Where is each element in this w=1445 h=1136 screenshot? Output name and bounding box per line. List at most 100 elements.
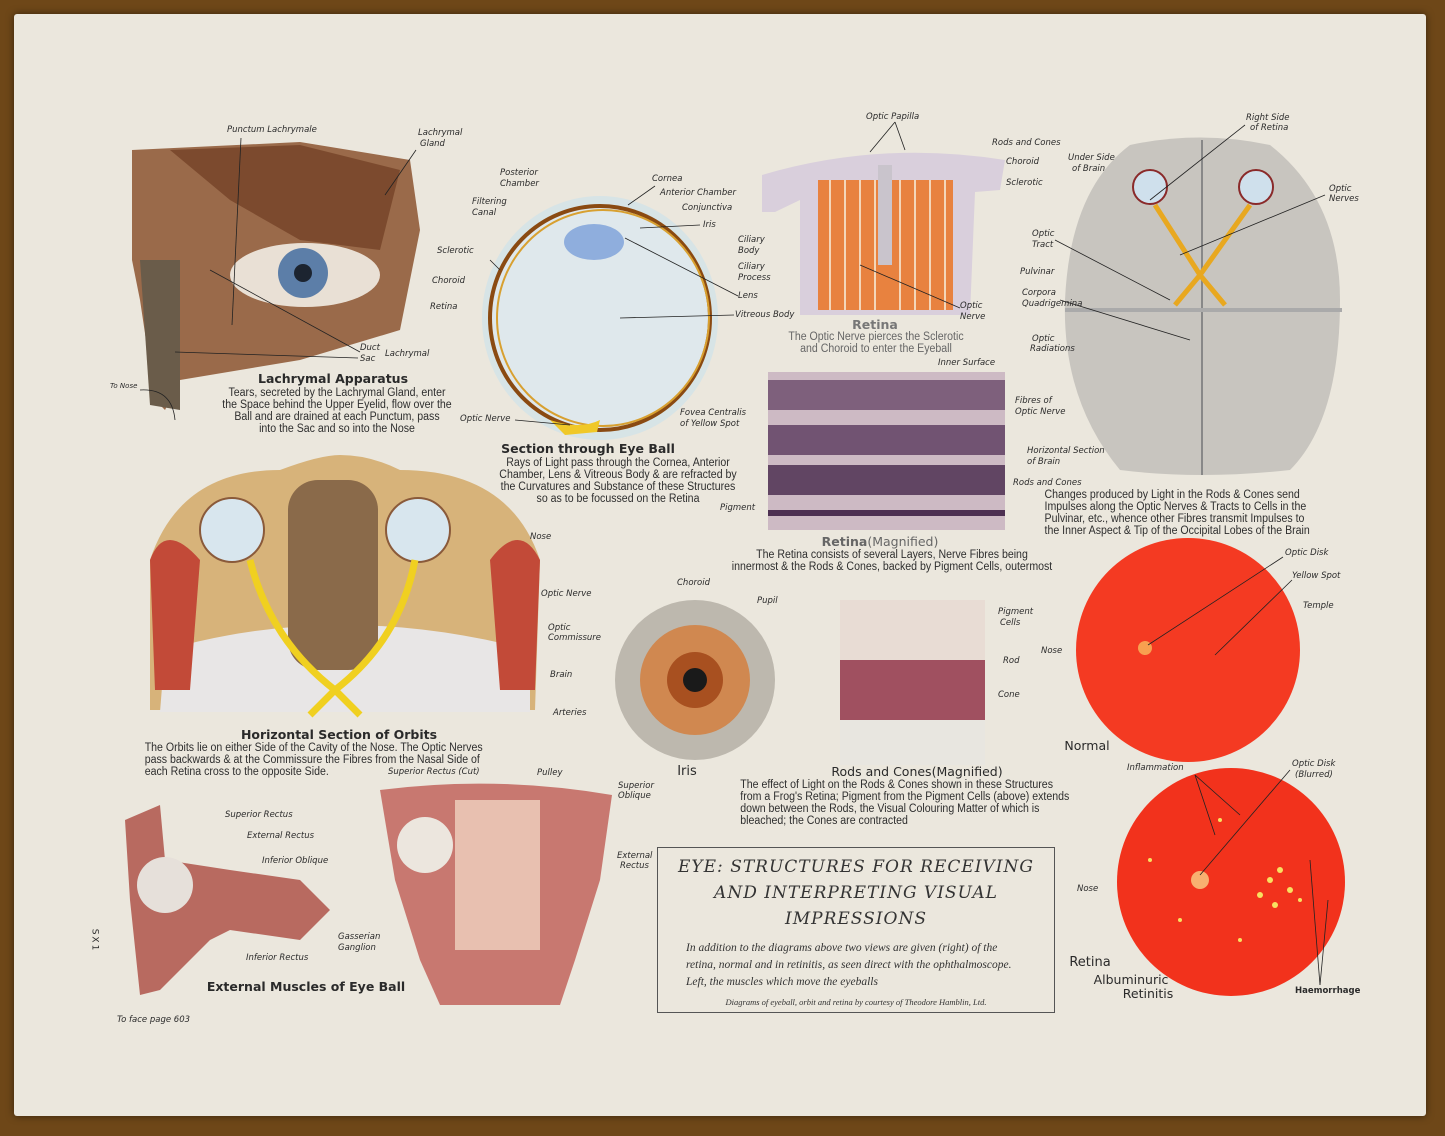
desc-line: bleached; the Cones are contracted [740,815,908,827]
label-nose: Nose [1041,646,1063,656]
label-to-nose: To Nose [110,382,138,390]
label-lachrymal-gland-1: Lachrymal [418,128,463,138]
label-iris: Iris [703,220,716,230]
label-rods-cones: Rods and Cones [1013,478,1082,488]
brain-illustration [1054,124,1342,475]
label-cornea: Cornea [652,174,683,184]
retina-title: Retina [852,317,898,332]
label-optic-nerve: Optic Nerve [460,414,511,424]
label-optic-nerve-2: Nerve [960,312,986,322]
label-horizontal-1: Horizontal Section [1027,446,1105,456]
desc-line: Chamber, Lens & Vitreous Body & are refr… [499,469,737,481]
label-ciliary-body-1: Ciliary [738,235,765,245]
rods-cones-description: The effect of Light on the Rods & Cones … [726,779,1084,827]
label-corpora-1: Corpora [1022,288,1056,298]
label-commissure-1: Optic [548,623,571,633]
plate-code: SX1 [89,928,100,953]
label-pigment-2: Cells [1000,618,1021,628]
label-rod: Rod [1003,656,1020,666]
retinitis-caption-1: Retina [1069,955,1111,970]
label-posterior-1: Posterior [500,168,538,178]
label-external-rectus: External Rectus [247,831,315,841]
label-optic-nerves-1: Optic [1329,184,1352,194]
title-suffix: (Magnified) [867,534,939,549]
label-haemorrhage: Haemorrhage [1295,986,1361,996]
label-right-side-2: of Retina [1250,123,1289,133]
retina-magnified-illustration [768,372,1005,530]
desc-line: the Inner Aspect & Tip of the Occipital … [1044,525,1310,537]
iris-illustration [615,600,775,760]
retina-section-illustration [762,121,1005,315]
title-text: Retina [821,534,868,549]
title-line: IMPRESSIONS [785,909,927,929]
rods-cones-title: Rods and Cones(Magnified) [831,764,1002,779]
label-nose: Nose [1077,884,1099,894]
label-vitreous: Vitreous Body [735,310,795,320]
label-optic-tract-1: Optic [1032,229,1055,239]
eyeball-section-illustration [482,185,739,440]
label-fovea-2: of Yellow Spot [680,419,740,429]
label-inflammation: Inflammation [1127,763,1184,773]
label-pigment-1: Pigment [998,607,1034,617]
label-pupil: Pupil [757,596,778,606]
title-text: Rods and Cones [831,764,932,779]
desc-line: Rays of Light pass through the Cornea, A… [506,457,730,469]
desc-line: The Optic Nerve pierces the Sclerotic [788,331,964,343]
label-lachrymal-gland-2: Gland [420,139,445,149]
label-commissure-2: Commissure [548,633,602,643]
lachrymal-description: Tears, secreted by the Lachrymal Gland, … [212,387,461,435]
label-optic-papilla: Optic Papilla [866,112,920,122]
label-under-side-1: Under Side [1068,153,1115,163]
desc-line: each Retina cross to the opposite Side. [144,766,329,778]
label-conjunctiva: Conjunctiva [682,203,733,213]
label-lachrymal: Lachrymal [385,349,430,359]
label-inner-surface: Inner Surface [938,358,996,368]
desc-line: Changes produced by Light in the Rods & … [1044,489,1300,501]
desc-line: pass backwards & at the Commissure the F… [144,754,480,766]
label-optic-nerves-2: Nerves [1329,194,1359,204]
normal-caption: Normal [1064,738,1110,753]
desc-line: down between the Rods, the Visual Colour… [740,803,1040,815]
desc-line: The Retina consists of several Layers, N… [756,549,1028,561]
plate-credit: Diagrams of eyeball, orbit and retina by… [725,997,987,1007]
desc-line: innermost & the Rods & Cones, backed by … [731,561,1053,573]
label-arteries: Arteries [553,708,587,718]
label-pigment: Pigment [720,503,756,513]
label-optic-disk: Optic Disk [1285,548,1329,558]
retinitis-retina-illustration [1117,768,1345,996]
desc-line: and Choroid to enter the Eyeball [800,343,952,355]
label-fovea-1: Fovea Centralis [680,408,746,418]
label-fibres-1: Fibres of [1015,396,1052,406]
label-ciliary-process-2: Process [738,273,771,283]
label-gasserian-1: Gasserian [338,932,381,942]
retina-magnified-description: The Retina consists of several Layers, N… [718,549,1066,573]
title-line: EYE: STRUCTURES FOR RECEIVING [678,857,1034,877]
eyeball-title: Section through Eye Ball [501,441,675,456]
label-rods-cones: Rods and Cones [992,138,1061,148]
desc-line: The Orbits lie on either Side of the Cav… [144,742,483,754]
muscles-title: External Muscles of Eye Ball [206,979,406,994]
desc-line: the Curvatures and Substance of these St… [500,481,736,493]
label-choroid: Choroid [1006,157,1039,167]
label-duct: Duct [360,343,380,353]
plate-title: EYE: STRUCTURES FOR RECEIVING AND INTERP… [658,854,1054,932]
desc-line: Tears, secreted by the Lachrymal Gland, … [228,387,446,399]
label-gasserian-2: Ganglion [338,943,376,953]
desc-line: from a Frog's Retina; Pigment from the P… [740,791,1070,803]
orbits-description: The Orbits lie on either Side of the Cav… [130,742,497,778]
page-note: To face page 603 [117,1015,191,1025]
label-under-side-2: of Brain [1072,164,1106,174]
label-choroid: Choroid [432,276,465,286]
retinitis-caption-3: Retinitis [1122,986,1174,1001]
lachrymal-title: Lachrymal Apparatus [257,371,409,386]
label-pulvinar: Pulvinar [1020,267,1055,277]
iris-title: Iris [677,764,697,779]
normal-retina-illustration [1076,538,1300,762]
label-superior-oblique-2: Oblique [618,791,651,801]
retina-magnified-title: Retina(Magnified) [822,534,939,549]
label-superior-oblique-1: Superior [618,781,654,791]
orbits-illustration [150,455,540,718]
brain-description: Changes produced by Light in the Rods & … [1033,489,1321,537]
